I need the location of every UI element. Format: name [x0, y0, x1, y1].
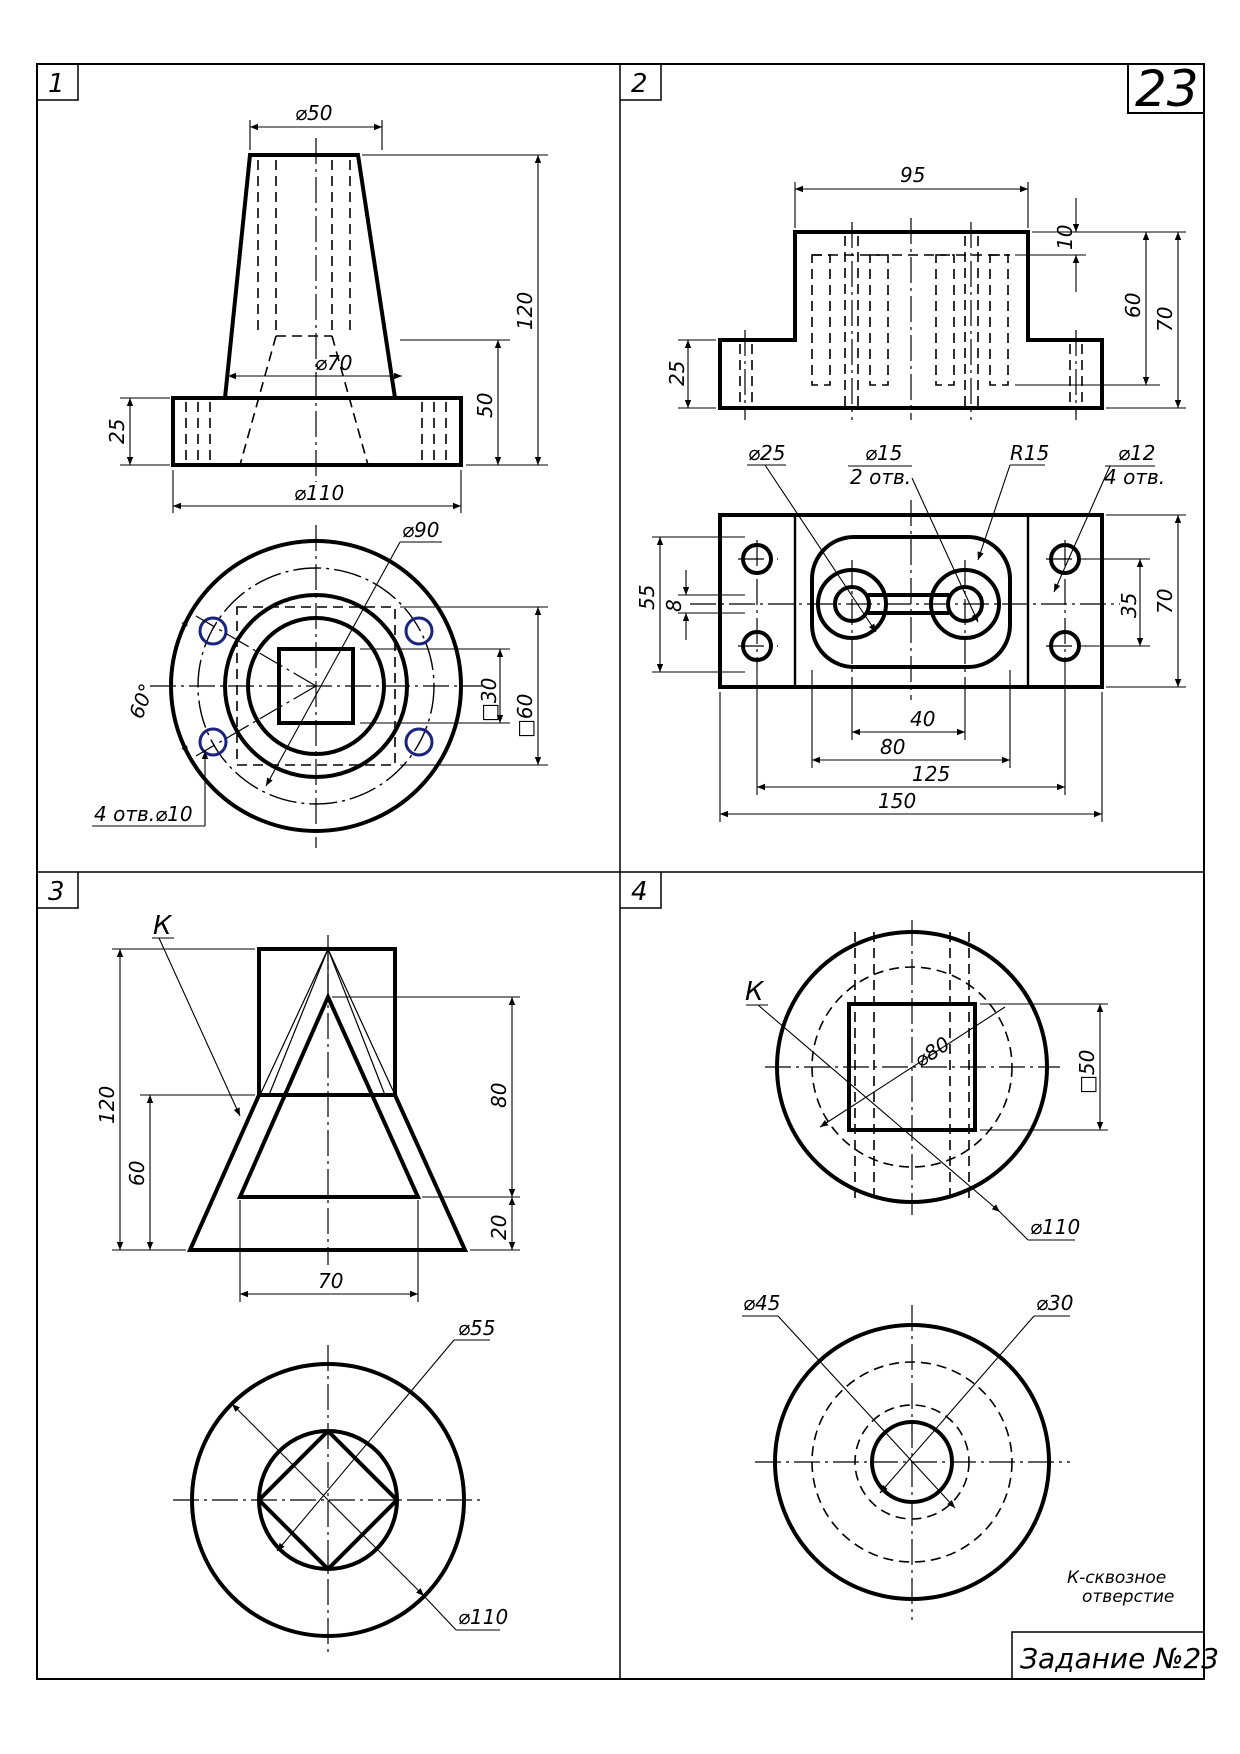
panel-2-front-dimensions: 95 10 60 70 25 [665, 163, 1186, 409]
p1-dim-sq30: □30 [477, 678, 501, 722]
p1-dim-holes: 4 отв.⌀10 [94, 802, 193, 826]
p2-dim-w80: 80 [880, 735, 905, 759]
panel-3-front-view [186, 935, 469, 1265]
p1-dim-d90: ⌀90 [402, 518, 440, 542]
panel-number-box-3: 3 [37, 872, 79, 909]
panel-number-4: 4 [631, 877, 648, 907]
p4-dim-sq50: □50 [1075, 1050, 1099, 1094]
p1-dim-h50: 50 [473, 393, 497, 418]
p2-dim-d12-note: 4 отв. [1104, 465, 1165, 489]
p2-dim-d15-note: 2 отв. [850, 465, 911, 489]
p4-dim-d45: ⌀45 [743, 1291, 781, 1315]
p2-dim-d12: ⌀12 [1118, 441, 1156, 465]
note-line2: отверстие [1082, 1587, 1174, 1607]
p2-dim-h70b: 70 [1153, 589, 1177, 614]
p2-dim-w40: 40 [910, 707, 935, 731]
panel-1-top-dimensions: ⌀90 60° □30 □60 4 отв.⌀10 [92, 518, 548, 827]
p3-dim-h60: 60 [125, 1161, 149, 1186]
p3-dim-h20: 20 [487, 1215, 511, 1240]
note-line1: К-сквозное [1067, 1568, 1166, 1588]
p4-dim-d80: ⌀80 [910, 1032, 955, 1073]
p2-dim-h60: 60 [1121, 293, 1145, 318]
p2-dim-h10: 10 [1053, 225, 1077, 250]
p1-mount-hole-3 [198, 727, 228, 757]
p2-dim-h25: 25 [665, 361, 689, 386]
panel-3-top-dimensions: ⌀55 ⌀110 [231, 1316, 508, 1631]
p3-dim-w70: 70 [318, 1269, 343, 1293]
panel-1-top-view [150, 525, 482, 848]
panel-2-top-view [690, 500, 1120, 700]
p1-dim-h25: 25 [105, 419, 129, 444]
panel-2-top-dimensions: ⌀25 ⌀15 2 отв. R15 ⌀12 4 отв. 55 8 35 70… [635, 441, 1186, 822]
panel-number-1: 1 [48, 69, 65, 99]
p3-dim-h120: 120 [95, 1086, 119, 1124]
p4-dim-d110: ⌀110 [1030, 1215, 1080, 1239]
p2-dim-h35: 35 [1117, 593, 1141, 618]
p1-dim-d110: ⌀110 [294, 481, 344, 505]
task-number-box: 23 [1127, 60, 1204, 118]
panel-3-front-dimensions: К 120 60 80 20 70 [95, 911, 520, 1302]
stamp-text: Задание №23 [1020, 1642, 1219, 1675]
stamp-box: Задание №23 [1011, 1631, 1219, 1679]
p3-dim-d110: ⌀110 [458, 1605, 508, 1629]
p1-dim-d70: ⌀70 [315, 351, 353, 375]
p2-dim-r15: R15 [1010, 441, 1049, 465]
panel-4-view-2 [755, 1305, 1070, 1620]
panel-number-2: 2 [631, 69, 648, 99]
panel-4-view-2-dimensions: ⌀45 ⌀30 [742, 1291, 1074, 1509]
panel-number-box-4: 4 [620, 872, 662, 909]
panel-number-box-2: 2 [620, 64, 662, 101]
p3-dim-h80: 80 [487, 1083, 511, 1108]
p1-dim-sq60: □60 [513, 694, 537, 738]
p2-dim-d15: ⌀15 [865, 441, 903, 465]
p1-dim-d50: ⌀50 [295, 101, 333, 125]
p2-dim-h55: 55 [635, 585, 659, 610]
p1-dim-h120: 120 [513, 292, 537, 330]
p1-mount-hole-1 [198, 616, 228, 646]
p2-dim-w150: 150 [878, 789, 916, 813]
panel-number-box-1: 1 [37, 64, 79, 101]
p1-mount-hole-4 [404, 727, 434, 757]
p2-dim-w95: 95 [900, 163, 925, 187]
p3-dim-d55: ⌀55 [458, 1316, 496, 1340]
p3-label-k: К [153, 911, 173, 941]
p4-dim-d30: ⌀30 [1036, 1291, 1074, 1315]
panel-1-front-view [171, 138, 463, 482]
panel-2-front-view [718, 218, 1104, 420]
p2-dim-h8: 8 [662, 599, 686, 612]
panel-4-view-1 [765, 920, 1060, 1215]
p4-label-k: К [745, 977, 765, 1007]
p1-mount-hole-2 [404, 616, 434, 646]
panel-number-3: 3 [48, 877, 65, 907]
p2-dim-h70: 70 [1153, 307, 1177, 332]
p2-dim-w125: 125 [912, 762, 950, 786]
task-number: 23 [1135, 60, 1199, 118]
p2-dim-d25: ⌀25 [748, 441, 786, 465]
panel-1-front-dimensions: ⌀50 ⌀70 ⌀110 120 50 25 [105, 101, 548, 513]
sheet-frame [36, 63, 1205, 1680]
panel-3-top-view [173, 1345, 485, 1655]
note: К-сквозное отверстие [1067, 1568, 1174, 1607]
